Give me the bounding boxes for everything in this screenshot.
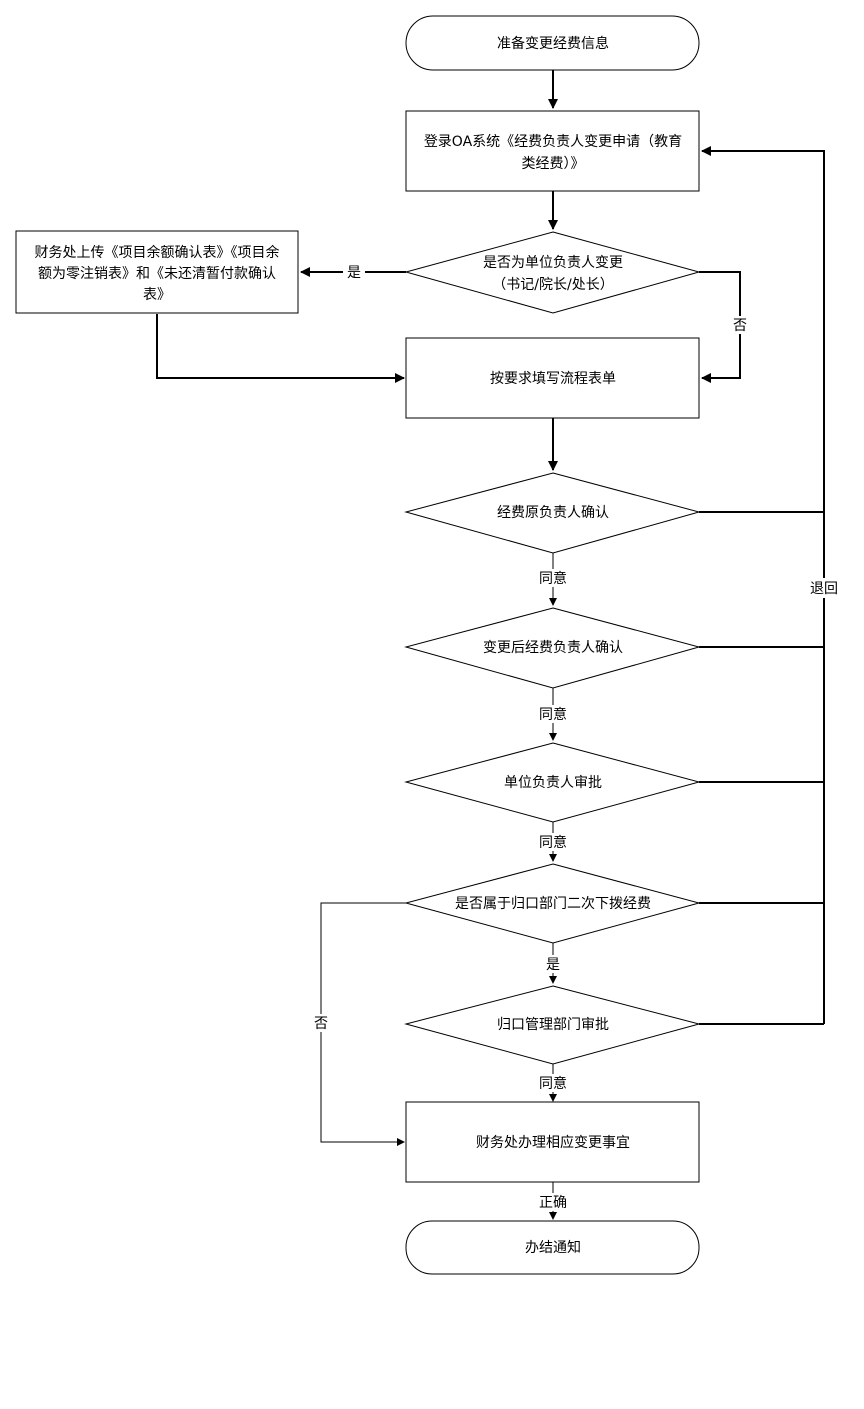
unit-head-label-1: 是否为单位负责人变更 [483, 255, 623, 271]
login-label-1: 登录OA系统《经费负责人变更申请（教育 [424, 134, 682, 150]
finance-upload-label-3: 表》 [143, 287, 171, 303]
new-owner-decision [404, 607, 701, 689]
login-box [405, 110, 700, 192]
unit-head-approve-label: 单位负责人审批 [504, 775, 602, 791]
finance-upload-label-1: 财务处上传《项目余额确认表》《项目余 [35, 244, 280, 261]
edge-upload-fill [156, 314, 405, 383]
start-terminal [405, 15, 700, 71]
orig-owner-decision [404, 472, 701, 554]
start-label: 准备变更经费信息 [497, 35, 609, 52]
edge-label-agree-3: 同意 [539, 834, 567, 851]
edge-label-agree-1: 同意 [539, 570, 567, 587]
edge-label-correct: 正确 [539, 1195, 567, 1211]
finance-upload-box [15, 230, 299, 314]
edge-label-no-secondary: 否 [314, 1016, 328, 1032]
mgmt-approve-label: 归口管理部门审批 [497, 1016, 609, 1033]
edge-label-yes-secondary: 是 [546, 957, 560, 973]
mgmt-approve-decision [404, 985, 701, 1065]
unit-head-label-2: （书记/院长/处长） [492, 277, 613, 293]
edge-return-main [701, 146, 825, 1024]
edge-label-yes-upload: 是 [347, 265, 361, 281]
secondary-alloc-decision [404, 863, 701, 944]
edge-label-return: 退回 [810, 581, 838, 597]
login-label-2: 类经费）》 [522, 156, 585, 172]
edge-secondary-no-finance [320, 902, 406, 1146]
fill-form-label: 按要求填写流程表单 [490, 371, 616, 387]
unit-head-approve-decision [404, 742, 701, 823]
end-terminal [405, 1220, 700, 1275]
edge-label-agree-4: 同意 [539, 1075, 567, 1092]
edge-label-agree-2: 同意 [539, 706, 567, 723]
edge-label-no-fill: 否 [733, 318, 747, 334]
finance-handle-box [405, 1101, 700, 1183]
end-label: 办结通知 [525, 1239, 581, 1256]
finance-upload-label-2: 额为零注销表》和《未还清暂付款确认 [38, 266, 276, 282]
secondary-alloc-label: 是否属于归口部门二次下拨经费 [455, 895, 651, 912]
unit-head-decision [404, 231, 701, 314]
orig-owner-label: 经费原负责人确认 [497, 505, 609, 521]
finance-handle-label: 财务处办理相应变更事宜 [476, 1134, 630, 1151]
fill-form-box [405, 337, 700, 419]
new-owner-label: 变更后经费负责人确认 [483, 640, 623, 656]
